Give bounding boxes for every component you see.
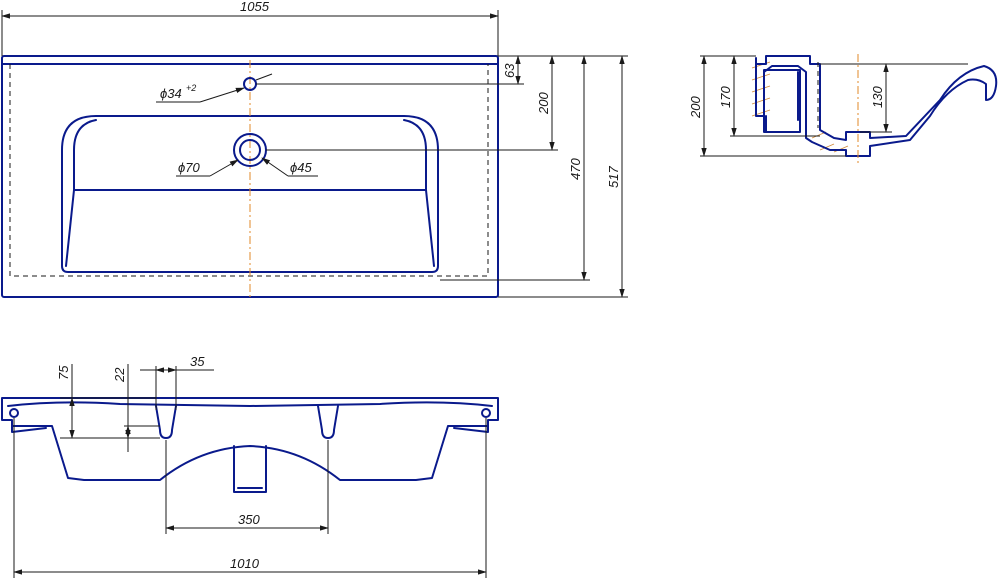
basin-outline	[61, 115, 439, 273]
drain-spout	[233, 445, 267, 493]
front-top-surface	[1, 397, 499, 481]
section-back-wall	[755, 55, 998, 157]
dim-350: 350	[238, 512, 260, 527]
dim-470: 470	[568, 158, 583, 180]
dim-1010: 1010	[230, 556, 260, 571]
dim-517: 517	[606, 166, 621, 188]
dim-22: 22	[112, 367, 127, 383]
drain-inner	[239, 139, 261, 161]
side-section-view: 200 170 130	[688, 54, 998, 164]
dim-drain-outer: ϕ70	[178, 160, 200, 175]
dim-200-top: 200	[536, 92, 551, 115]
mount-hole-left	[9, 408, 19, 418]
dim-drain-inner: ϕ45	[290, 160, 312, 175]
front-view: 75 22 35 350 1010	[1, 354, 499, 578]
bracket-slot-left	[155, 405, 177, 439]
mount-hole-right	[481, 408, 491, 418]
dim-75: 75	[56, 365, 71, 380]
dim-200-side: 200	[688, 96, 703, 119]
dim-tap-hole-dia: ϕ34	[160, 86, 182, 101]
dim-170: 170	[718, 86, 733, 108]
bracket-slot-right	[317, 405, 339, 439]
dim-130: 130	[870, 86, 885, 108]
dim-tap-hole-tol: +2	[186, 83, 196, 93]
dim-35: 35	[190, 354, 205, 369]
dim-63: 63	[502, 63, 517, 78]
top-view-hidden-outline	[9, 64, 489, 277]
top-view: 1055 ϕ34 +2 ϕ70 ϕ45 63 200 470 517	[1, 0, 628, 300]
dim-width-1055: 1055	[240, 0, 270, 14]
